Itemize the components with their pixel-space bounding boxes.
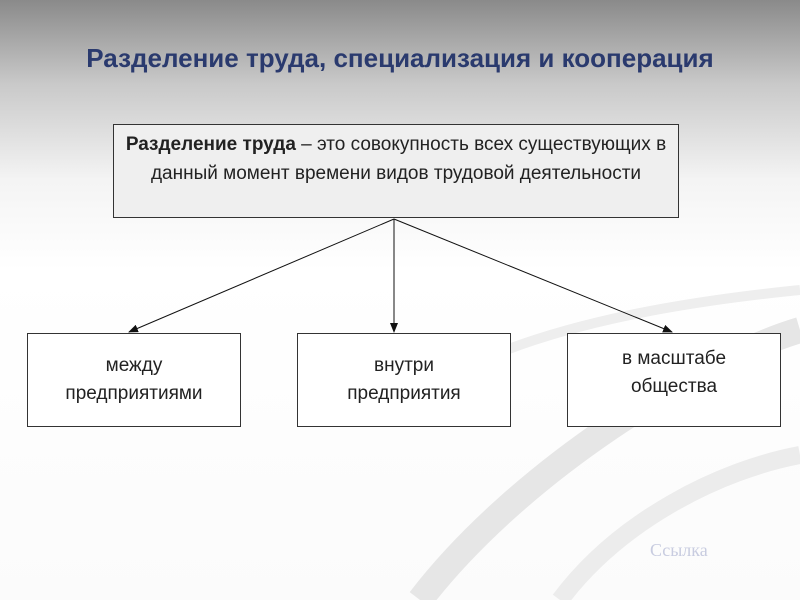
page-title: Разделение труда, специализация и коопер… xyxy=(86,43,714,73)
node-society-scale: в масштабе общества xyxy=(567,333,781,427)
definition-term: Разделение труда xyxy=(125,134,296,155)
reference-link[interactable]: Ссылка xyxy=(650,540,708,560)
node-label: между предприятиями xyxy=(65,355,203,404)
node-label: в масштабе общества xyxy=(621,348,727,397)
definition-box: Разделение труда – это совокупность всех… xyxy=(113,124,679,218)
node-within-enterprise: внутри предприятия xyxy=(297,333,511,427)
node-label: внутри предприятия xyxy=(347,355,461,404)
node-between-enterprises: между предприятиями xyxy=(27,333,241,427)
definition-text: – это совокупность всех существующих в д… xyxy=(150,134,667,184)
